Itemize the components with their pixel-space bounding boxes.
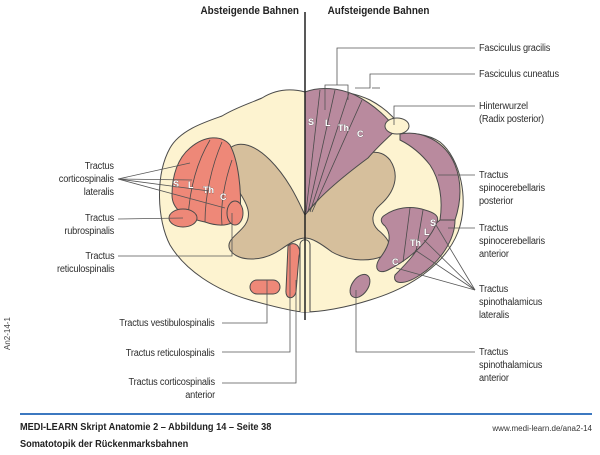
segment-divider bbox=[221, 159, 233, 226]
label-vestibulospinalis: Tractus vestibulospinalis bbox=[119, 318, 215, 329]
segment-divider bbox=[305, 89, 321, 213]
label-fasciculus-gracilis: Fasciculus gracilis bbox=[479, 43, 551, 54]
label-spinocerebellaris-anterior: Tractus spinocerebellaris anterior bbox=[479, 223, 545, 260]
label-corticospinalis-lateralis: Tractus corticospinalis lateralis bbox=[58, 161, 114, 198]
segment-c-right-lat: C bbox=[392, 257, 399, 267]
segment-divider bbox=[311, 99, 363, 213]
leader-lines-right bbox=[324, 47, 476, 353]
radix-posterior bbox=[384, 117, 410, 135]
segment-l-right-lat: L bbox=[424, 227, 430, 237]
segment-th-right: Th bbox=[338, 123, 349, 133]
label-spinocerebellaris-posterior: Tractus spinocerebellaris posterior bbox=[479, 170, 545, 207]
leader-lines-left bbox=[117, 162, 297, 384]
segment-divider bbox=[415, 209, 424, 253]
segment-divider bbox=[309, 92, 350, 213]
segment-divider bbox=[204, 141, 223, 223]
segment-l-left: L bbox=[188, 180, 194, 190]
segment-th-right-lat: Th bbox=[410, 238, 421, 248]
label-hinterwurzel: Hinterwurzel (Radix posterior) bbox=[479, 101, 544, 125]
tract-reticulospinalis-lateral bbox=[226, 200, 244, 226]
segment-l-right: L bbox=[325, 118, 331, 128]
segment-s-right-lat: S bbox=[430, 218, 436, 228]
footer-url[interactable]: www.medi-learn.de/ana2-14 bbox=[492, 424, 592, 433]
segment-c-left: C bbox=[220, 192, 227, 202]
label-reticulospinalis-upper: Tractus reticulospinalis bbox=[56, 251, 115, 275]
label-rubrospinalis: Tractus rubrospinalis bbox=[64, 213, 114, 237]
label-spinothalamicus-anterior: Tractus spinothalamicus anterior bbox=[479, 347, 543, 384]
label-fasciculus-cuneatus: Fasciculus cuneatus bbox=[479, 69, 559, 80]
header-descending: Absteigende Bahnen bbox=[200, 5, 299, 17]
footer-rule bbox=[20, 413, 592, 415]
tract-spinothalamicus-lateralis bbox=[376, 207, 439, 273]
segment-divider bbox=[187, 139, 211, 219]
footer-subtitle: Somatotopik der Rückenmarksbahnen bbox=[20, 439, 189, 450]
spinal-cord-diagram: S L Th C S L Th C S L Th C bbox=[117, 12, 476, 384]
tract-vestibulospinalis bbox=[249, 279, 281, 295]
segment-th-left: Th bbox=[203, 185, 214, 195]
segment-s-left: S bbox=[173, 179, 179, 189]
segment-divider bbox=[307, 89, 336, 213]
footer-title: MEDI-LEARN Skript Anatomie 2 – Abbildung… bbox=[20, 422, 272, 433]
label-reticulospinalis-lower: Tractus reticulospinalis bbox=[126, 348, 215, 359]
segment-c-right: C bbox=[357, 129, 364, 139]
label-corticospinalis-anterior: Tractus corticospinalis anterior bbox=[128, 377, 216, 401]
figure-code: An2-14-1 bbox=[3, 317, 12, 350]
label-spinothalamicus-lateralis: Tractus spinothalamicus lateralis bbox=[479, 284, 543, 321]
segment-divider bbox=[402, 207, 411, 263]
tract-spinothalamicus-anterior bbox=[349, 273, 371, 299]
segment-s-right: S bbox=[308, 117, 314, 127]
header-ascending: Aufsteigende Bahnen bbox=[327, 5, 430, 17]
